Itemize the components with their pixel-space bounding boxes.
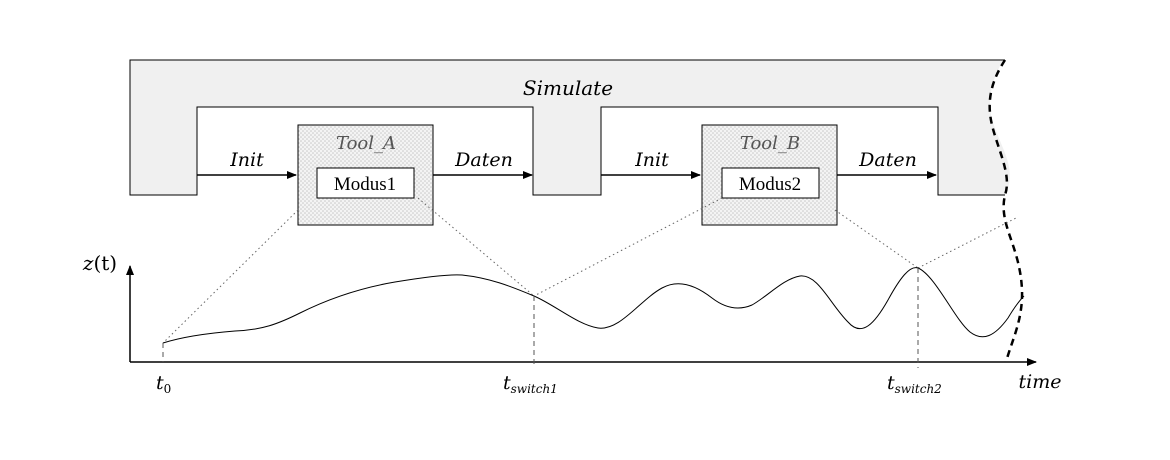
simulate-frame-outline xyxy=(129,59,1005,196)
switch2-label: tswitch2 xyxy=(887,372,942,396)
simulate-frame xyxy=(130,60,1010,195)
simulate-label: Simulate xyxy=(523,76,613,100)
t0-label: t0 xyxy=(156,372,171,396)
projection-lines xyxy=(162,197,1019,344)
z-curve xyxy=(162,267,1025,344)
modus2-label: Modus2 xyxy=(739,174,801,195)
modus2-box xyxy=(721,167,820,199)
tool-b-box: Tool_B Modus2 xyxy=(701,124,838,226)
init-label-2: Init xyxy=(634,149,669,171)
daten-label-1: Daten xyxy=(454,149,513,171)
switch1-label: tswitch1 xyxy=(503,372,558,396)
x-axis-label: time xyxy=(1019,371,1062,393)
tool-a-box: Tool_A Modus1 xyxy=(297,124,434,226)
tool-a-label: Tool_A xyxy=(336,133,396,154)
cut-edge-dashed xyxy=(988,59,1024,363)
init-label-1: Init xyxy=(229,149,264,171)
modus1-label: Modus1 xyxy=(334,174,396,195)
y-axis-label: z(t) xyxy=(82,251,117,275)
tool-b-label: Tool_B xyxy=(740,133,800,154)
modus1-box xyxy=(316,167,415,199)
daten-label-2: Daten xyxy=(858,149,917,171)
